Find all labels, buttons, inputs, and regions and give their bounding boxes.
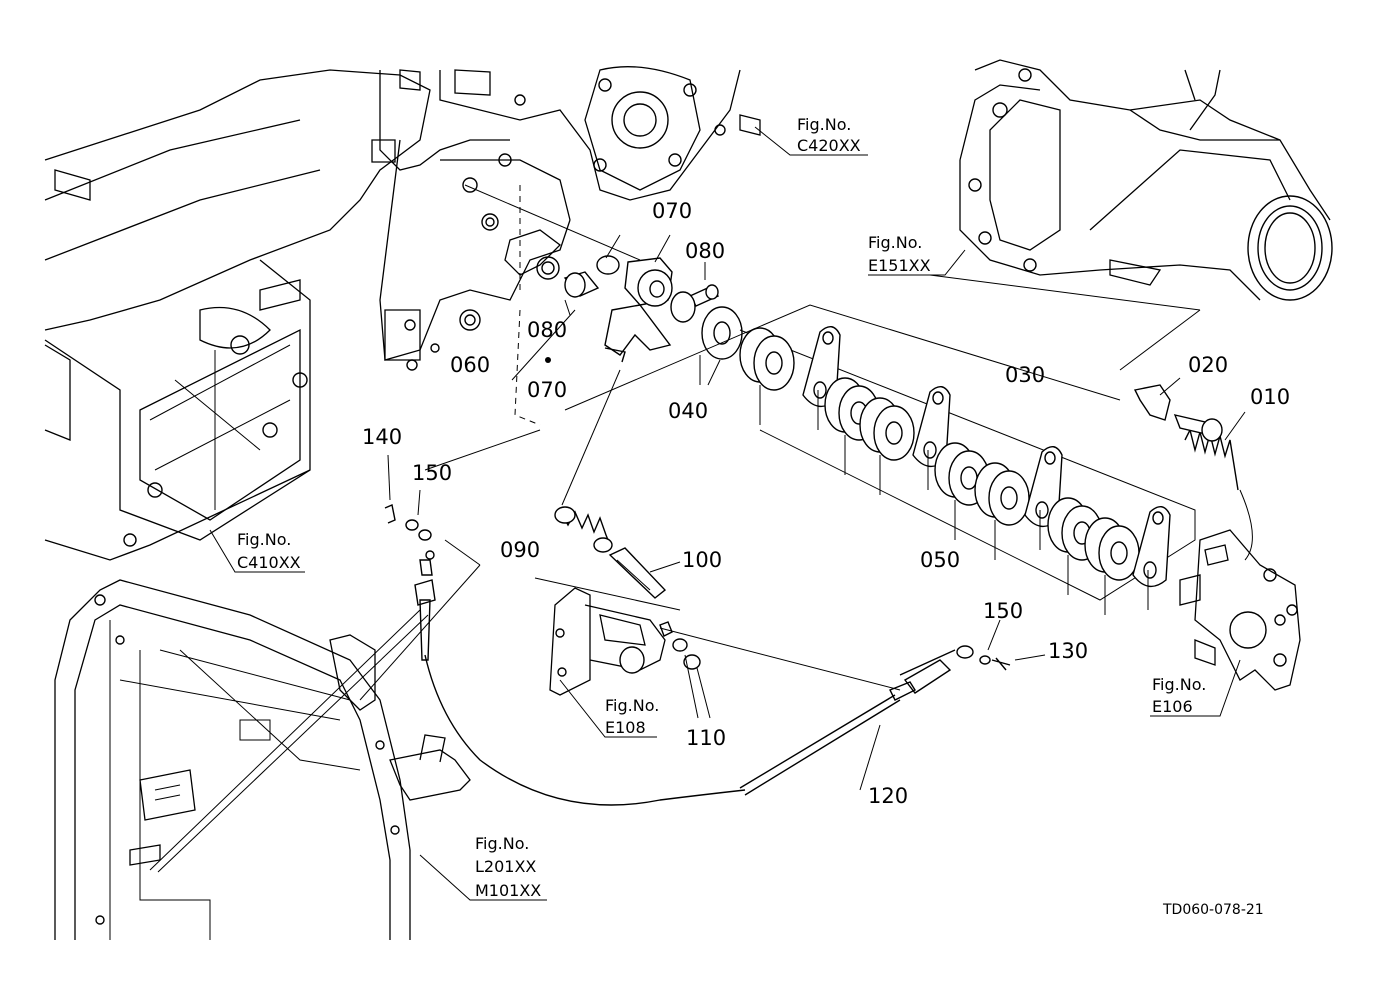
- part-label-080-left: 080: [527, 318, 567, 342]
- fig-ref-c410-code: C410XX: [237, 553, 301, 572]
- stack-plate-hole2-4: [923, 441, 937, 459]
- part-label-090: 090: [500, 538, 540, 562]
- stack-washer-hole-3: [885, 421, 903, 445]
- part-label-070-top: 070: [652, 199, 692, 223]
- fig-ref-c420-code: C420XX: [797, 136, 861, 155]
- part-number-labels: 010 020 030 040 050 060 070 070 080 080 …: [362, 199, 1290, 808]
- fig-ref-m101-code: M101XX: [475, 881, 541, 900]
- shaft-collar-070: [596, 234, 673, 307]
- bracket-020: [1133, 377, 1223, 442]
- stack-washer-hole-0: [765, 351, 783, 375]
- nut-110: [659, 621, 711, 719]
- part-label-010: 010: [1250, 385, 1290, 409]
- part-label-130: 130: [1048, 639, 1088, 663]
- engine-housing: [371, 66, 761, 371]
- part-label-040: 040: [668, 399, 708, 423]
- bracket-e108: [534, 577, 681, 696]
- lever-arm: [545, 304, 672, 363]
- fig-ref-e106-label: Fig.No.: [1152, 675, 1206, 694]
- fig-ref-e108-label: Fig.No.: [605, 696, 659, 715]
- spring-090: [554, 369, 621, 553]
- pin-130: [979, 654, 1046, 671]
- transmission-housing: [44, 69, 431, 561]
- stack-washer-hole-9: [1110, 541, 1128, 565]
- fig-ref-e106-code: E106: [1152, 697, 1193, 716]
- brake-plate-stack: [564, 304, 1196, 615]
- stack-washer-hole-6: [1000, 486, 1018, 510]
- leader-lines: [209, 126, 1241, 901]
- part-label-030: 030: [1005, 363, 1045, 387]
- drawing-code: TD060-078-21: [1162, 902, 1264, 918]
- fig-ref-e151-label: Fig.No.: [868, 233, 922, 252]
- fig-ref-l201-code: L201XX: [475, 857, 536, 876]
- stack-plate-hole2-10: [1143, 561, 1157, 579]
- stack-plate-hole2-1: [813, 381, 827, 399]
- brake-mount-e106: [1179, 529, 1301, 691]
- part-label-150-left: 150: [412, 461, 452, 485]
- front-axle-housing: [959, 59, 1333, 301]
- part-label-120: 120: [868, 784, 908, 808]
- part-label-070-left: 070: [527, 378, 567, 402]
- part-label-140: 140: [362, 425, 402, 449]
- figure-references: Fig.No. C420XX Fig.No. E151XX Fig.No. C4…: [237, 115, 1206, 900]
- part-label-060: 060: [450, 353, 490, 377]
- part-label-110: 110: [686, 726, 726, 750]
- part-label-050: 050: [920, 548, 960, 572]
- pin-100: [608, 547, 681, 599]
- fig-ref-c420-label: Fig.No.: [797, 115, 851, 134]
- stack-plate-4: [912, 386, 951, 468]
- part-label-150-right: 150: [983, 599, 1023, 623]
- part-label-080-top: 080: [685, 239, 725, 263]
- cable-120: [414, 429, 974, 806]
- assembly-bracket-060: [464, 184, 641, 426]
- cab-frame: [54, 564, 481, 940]
- stack-plate-hole-1: [822, 331, 834, 345]
- fig-ref-l201-label: Fig.No.: [475, 834, 529, 853]
- stack-plate-hole-4: [932, 391, 944, 405]
- fig-ref-e108-code: E108: [605, 718, 646, 737]
- washer-040: [699, 306, 743, 386]
- fig-ref-e151-code: E151XX: [868, 256, 931, 275]
- fig-ref-c410-label: Fig.No.: [237, 530, 291, 549]
- stack-plate-hole-7: [1044, 451, 1056, 465]
- washer-150: [384, 454, 1001, 651]
- part-label-100: 100: [682, 548, 722, 572]
- stack-plate-hole2-7: [1035, 501, 1049, 519]
- stack-plate-hole-10: [1152, 511, 1164, 525]
- stack-plate-10: [1132, 506, 1171, 588]
- bolt-080: [563, 262, 720, 323]
- part-label-020: 020: [1188, 353, 1228, 377]
